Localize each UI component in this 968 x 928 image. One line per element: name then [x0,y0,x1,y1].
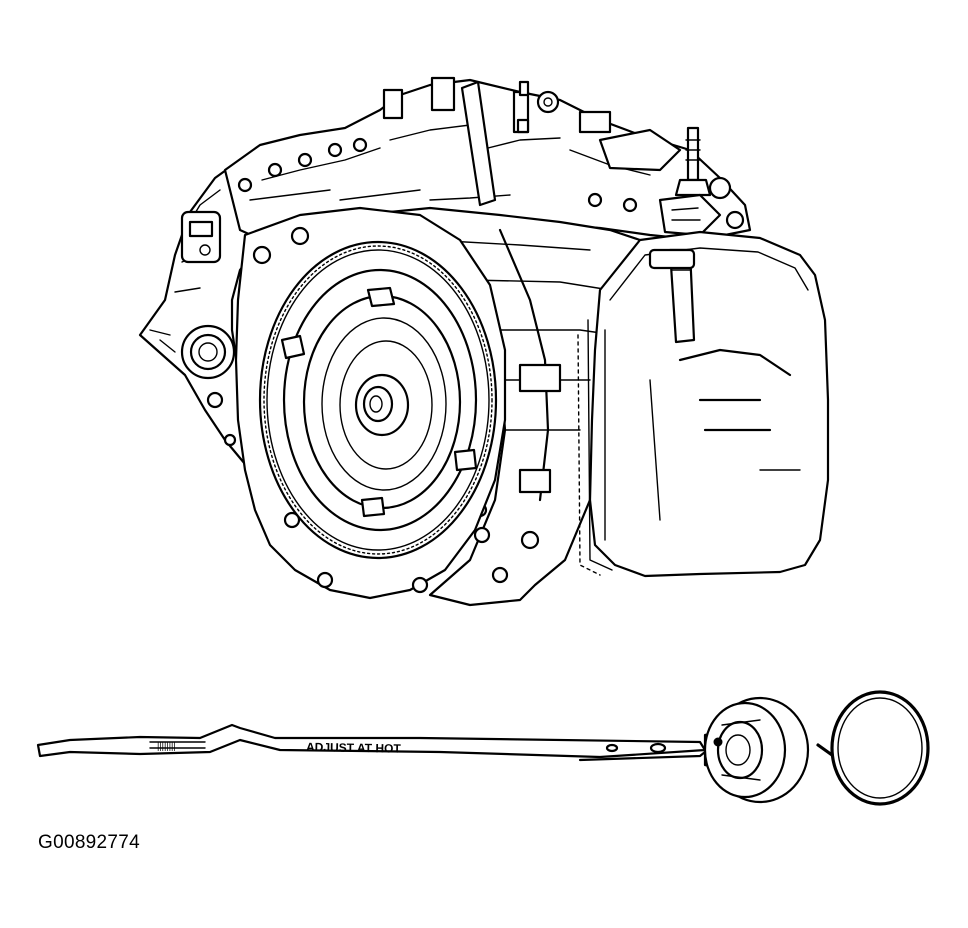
shift-lever [460,80,497,207]
axle-seal-ring [180,324,236,380]
vent-tube [686,126,700,182]
selector-bracket [382,88,404,120]
dipstick: |||||||| ADJUST AT HOT [36,690,930,806]
dipstick-hot-marks: |||||||| [157,741,176,751]
upper-valve-body [223,76,752,242]
dipstick-pull-ring [816,690,930,806]
oil-pan [577,230,830,578]
torque-converter [258,240,498,560]
transaxle-assembly [138,76,830,607]
dipstick-label: ADJUST AT HOT [306,740,402,756]
figure-id-label: G00892774 [38,832,141,853]
dipstick-cap [703,696,810,804]
